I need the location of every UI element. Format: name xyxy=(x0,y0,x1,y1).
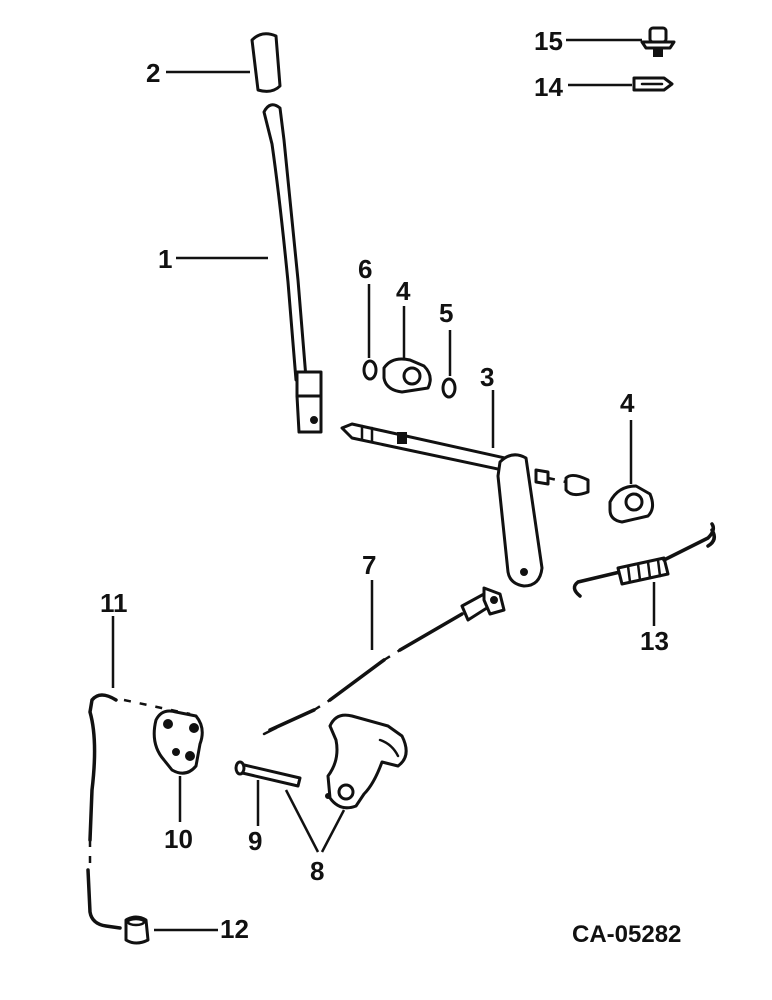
part-14-clip xyxy=(632,76,674,92)
part-6-snap-ring xyxy=(362,359,378,381)
part-11-bent-rod xyxy=(86,693,122,930)
shaft-pin xyxy=(564,473,590,497)
callout-15: 15 xyxy=(534,26,563,56)
part-2-knob xyxy=(250,32,282,93)
part-1-lever xyxy=(262,103,323,434)
callout-8: 8 xyxy=(310,856,324,886)
part-8-bracket xyxy=(325,713,408,810)
callout-2: 2 xyxy=(146,58,160,88)
callout-7: 7 xyxy=(362,550,376,580)
part-7-rod xyxy=(262,586,506,736)
part-9-pin xyxy=(234,760,302,788)
callout-13: 13 xyxy=(640,626,669,656)
part-5-snap-ring xyxy=(441,377,457,399)
shaft-axis-dash xyxy=(547,476,567,484)
part-13-spring xyxy=(572,522,716,598)
callout-4a: 4 xyxy=(396,276,411,306)
callout-11: 11 xyxy=(100,588,128,618)
part-3-shaft xyxy=(340,422,550,588)
leader-8a xyxy=(284,789,320,853)
part-4-bearing-upper xyxy=(382,357,432,394)
leader-8b xyxy=(320,809,346,853)
part-10-bellcrank xyxy=(152,709,204,775)
callout-5: 5 xyxy=(439,298,453,328)
part-12-nut xyxy=(124,915,150,945)
callout-4b: 4 xyxy=(620,388,635,418)
part-4-bearing-lower xyxy=(608,484,655,524)
callout-6: 6 xyxy=(358,254,372,284)
callout-3: 3 xyxy=(480,362,494,392)
part-15-fitting xyxy=(640,26,676,57)
callout-10: 10 xyxy=(164,824,193,854)
callout-14: 14 xyxy=(534,72,563,102)
callout-12: 12 xyxy=(220,914,249,944)
drawing-code: CA-05282 xyxy=(572,921,681,948)
callout-1: 1 xyxy=(158,244,172,274)
link-dash-11-10 xyxy=(123,698,191,716)
callout-9: 9 xyxy=(248,826,262,856)
